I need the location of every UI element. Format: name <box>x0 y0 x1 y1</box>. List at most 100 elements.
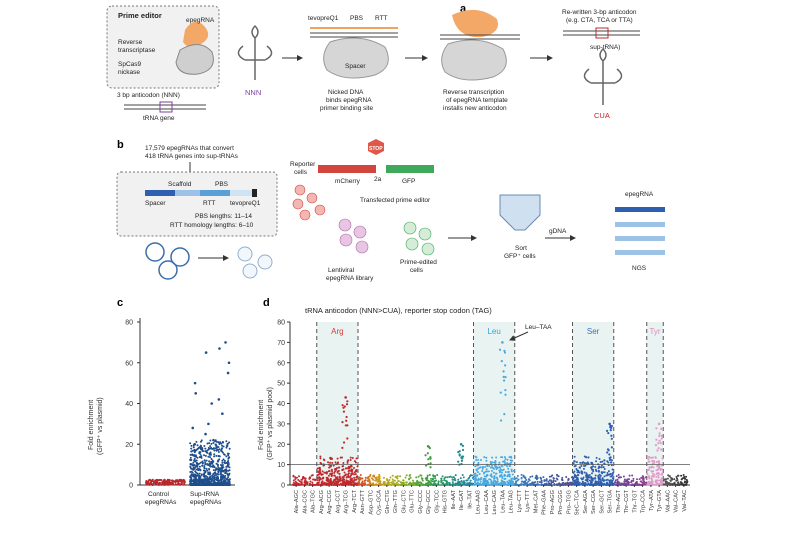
trna-point <box>595 460 598 463</box>
trna-point <box>598 476 601 479</box>
sup-trna-point <box>193 464 196 467</box>
trna-point <box>334 483 337 486</box>
trna-point <box>445 480 448 483</box>
trna-point <box>352 480 355 483</box>
sup-trna-point <box>217 441 220 444</box>
trna-point <box>598 478 601 481</box>
anticodon-box <box>159 101 173 113</box>
trna-point <box>321 470 324 473</box>
sup-trna-point <box>198 462 201 465</box>
anticodon-label: 3 bp anticodon (NNN) <box>117 92 180 99</box>
trna-point <box>607 470 610 473</box>
rtt-label: RTT <box>375 15 388 22</box>
trna-peak-point <box>341 420 344 424</box>
library-desc-2: 418 tRNA genes into sup-tRNAs <box>145 153 239 160</box>
trna-point <box>491 464 494 467</box>
sup-trna-point <box>189 456 192 459</box>
trna-point <box>347 470 350 473</box>
trna-point <box>311 474 314 477</box>
trna-point <box>295 476 298 479</box>
step2-line2: of epegRNA template <box>446 97 508 104</box>
trna-point <box>527 480 530 483</box>
trna-peak-point <box>658 439 661 442</box>
trna-point <box>311 481 314 484</box>
trna-point <box>477 467 480 470</box>
panel-d-ytick-label: 10 <box>277 462 285 469</box>
trna-point <box>617 476 620 479</box>
sup-trna-point <box>228 481 231 484</box>
trna-point <box>554 480 557 483</box>
trna-point <box>388 483 391 486</box>
sup-trna-point <box>227 361 231 365</box>
trna-point <box>418 481 421 484</box>
trna-point <box>325 482 328 485</box>
annotation-arrow <box>509 331 529 341</box>
sup-trna-point <box>195 468 198 471</box>
trna-point <box>594 474 597 477</box>
sup-trna-point <box>196 463 199 466</box>
sup-trna-point <box>215 454 218 457</box>
rt-label-2: transcriptase <box>118 47 156 54</box>
trna-point <box>496 466 499 469</box>
sup-trna-point <box>219 441 222 444</box>
trna-point <box>297 482 300 485</box>
trna-peak-point <box>610 446 614 449</box>
trna-point <box>368 475 371 478</box>
trna-point <box>500 473 503 476</box>
sup-trna-point <box>212 447 215 450</box>
trna-point <box>494 459 497 462</box>
trna-point <box>318 479 321 482</box>
trna-point <box>646 473 649 476</box>
trna-point <box>443 479 446 482</box>
trna-point <box>309 480 312 483</box>
trna-point <box>656 465 659 468</box>
trna-point <box>340 456 343 459</box>
panel-d-ytick-label: 50 <box>277 381 285 388</box>
trna-point <box>459 482 462 485</box>
trna-point <box>297 478 300 481</box>
trna-peak-point <box>342 441 346 444</box>
trna-point <box>443 477 446 480</box>
trna-point <box>507 467 510 470</box>
panel-c-cat-sup-2: epegRNAs <box>190 499 222 506</box>
trna-point <box>520 477 523 480</box>
trna-point <box>336 471 339 474</box>
trna-point <box>375 479 378 482</box>
trna-point <box>387 482 390 485</box>
trna-point <box>679 483 682 486</box>
trna-point <box>392 480 395 483</box>
sup-trna-point <box>211 464 214 467</box>
trna-point <box>481 469 484 472</box>
panel-c-ytick-label: 0 <box>129 483 133 490</box>
trna-point <box>364 476 367 479</box>
trna-point <box>347 467 350 470</box>
sup-trna-point <box>201 462 204 465</box>
trna-point <box>520 473 523 476</box>
sup-trna-point <box>217 398 221 401</box>
trna-point <box>668 483 671 486</box>
sup-trna-point <box>193 453 196 456</box>
trna-point <box>675 475 678 478</box>
trna-point <box>579 466 582 469</box>
trna-point <box>440 477 443 480</box>
cas9-complex-2 <box>441 39 507 81</box>
trna-point <box>490 480 493 483</box>
trna-point <box>330 458 333 461</box>
trna-point <box>378 479 381 482</box>
mcherry-bar <box>318 165 376 173</box>
trna-point <box>372 478 375 481</box>
sup-trna-point <box>214 471 217 474</box>
trna-point <box>504 477 507 480</box>
trna-point <box>452 483 455 486</box>
trna-peak-point <box>605 429 609 432</box>
trna-point <box>391 478 394 481</box>
sup-trna-point <box>198 472 201 475</box>
trna-point <box>510 477 513 480</box>
trna-point <box>401 481 404 484</box>
control-point <box>168 483 171 486</box>
trna-point <box>334 461 337 464</box>
sup-trna-point <box>219 479 222 482</box>
sup-trna-point <box>228 469 231 472</box>
trna-point <box>475 468 478 471</box>
trna-point <box>462 476 465 479</box>
